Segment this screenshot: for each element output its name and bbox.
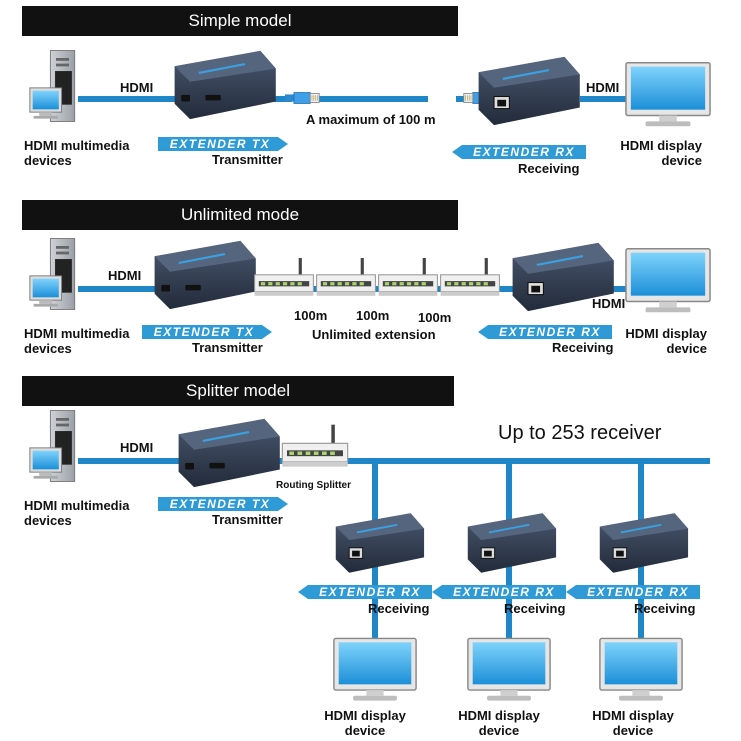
- receiving-label: Receiving: [504, 601, 566, 616]
- receiving-label: Receiving: [634, 601, 696, 616]
- display-label: HDMI display device: [620, 138, 702, 168]
- segment-length-label: 100m: [418, 310, 452, 325]
- tx-badge-arrow: [142, 325, 272, 339]
- tx-badge-arrow: [158, 497, 288, 511]
- source-label: HDMI multimedia devices: [24, 138, 130, 168]
- transmitter-label: Transmitter: [212, 152, 283, 167]
- display-label: HDMI display device: [625, 326, 707, 356]
- monitor-icon: [598, 636, 684, 704]
- monitor-icon: [624, 246, 712, 316]
- splitter-label: Routing Splitter: [276, 480, 351, 491]
- hdmi-label-left: HDMI: [120, 440, 154, 455]
- cable-hdmi-display: [580, 96, 632, 102]
- section-title: Unlimited mode: [180, 205, 300, 224]
- extension-note: Unlimited extension: [312, 327, 436, 342]
- extender-tx-icon: [172, 414, 282, 492]
- tx-badge: EXTENDER TX: [153, 325, 255, 339]
- cable-network-a: [262, 96, 292, 102]
- rx-badge: EXTENDER RX: [587, 585, 689, 599]
- extender-rx-icon: [594, 508, 690, 578]
- section-banner-unlimited: Unlimited mode: [22, 200, 458, 230]
- network-switch-icon: [252, 258, 316, 300]
- rx-badge: EXTENDER RX: [319, 585, 421, 599]
- source-label: HDMI multimedia devices: [24, 326, 130, 356]
- extender-rx-icon: [462, 508, 558, 578]
- cable-distance-note: A maximum of 100 m: [306, 112, 436, 127]
- receiving-label: Receiving: [552, 340, 614, 355]
- cable-trunk: [78, 458, 710, 464]
- capacity-note: Up to 253 receiver: [498, 422, 662, 444]
- extender-tx-icon: [168, 46, 278, 124]
- rx-badge: EXTENDER RX: [499, 325, 601, 339]
- source-label: HDMI multimedia devices: [24, 498, 130, 528]
- network-switch-icon: [280, 424, 350, 472]
- monitor-icon: [332, 636, 418, 704]
- extender-rx-icon: [472, 52, 582, 130]
- section-banner-simple: Simple model: [22, 6, 458, 36]
- rx-badge-arrow: [566, 585, 700, 599]
- rx-badge: EXTENDER RX: [453, 585, 555, 599]
- display-label: HDMI display device: [324, 708, 406, 738]
- hdmi-label-right: HDMI: [592, 296, 626, 311]
- extender-tx-icon: [148, 236, 258, 314]
- section-title: Splitter model: [186, 381, 290, 400]
- segment-length-label: 100m: [294, 308, 328, 323]
- rx-badge-arrow: [432, 585, 566, 599]
- tx-badge: EXTENDER TX: [169, 137, 271, 151]
- cable-hdmi-source: [78, 96, 188, 102]
- pc-tower-icon: [28, 236, 84, 312]
- rx-badge-arrow: [452, 145, 586, 159]
- rx-badge: EXTENDER RX: [473, 145, 575, 159]
- receiving-label: Receiving: [368, 601, 430, 616]
- network-switch-icon: [376, 258, 440, 300]
- rx-badge-arrow: [298, 585, 432, 599]
- tx-badge-arrow: [158, 137, 288, 151]
- transmitter-label: Transmitter: [192, 340, 263, 355]
- cable-network-mid: [318, 96, 428, 102]
- network-switch-icon: [438, 258, 502, 300]
- transmitter-label: Transmitter: [212, 512, 283, 527]
- monitor-icon: [624, 60, 712, 130]
- receiving-label: Receiving: [518, 161, 580, 176]
- network-switch-icon: [314, 258, 378, 300]
- rx-badge-arrow: [478, 325, 612, 339]
- display-label: HDMI display device: [592, 708, 674, 738]
- pc-tower-icon: [28, 48, 84, 124]
- hdmi-label-left: HDMI: [120, 80, 154, 95]
- section-title: Simple model: [188, 11, 292, 30]
- hdmi-label-left: HDMI: [108, 268, 142, 283]
- rj45-plug-icon: [285, 89, 321, 107]
- monitor-icon: [466, 636, 552, 704]
- tx-badge: EXTENDER TX: [169, 497, 271, 511]
- pc-tower-icon: [28, 408, 84, 484]
- display-label: HDMI display device: [458, 708, 540, 738]
- section-banner-splitter: Splitter model: [22, 376, 454, 406]
- segment-length-label: 100m: [356, 308, 390, 323]
- hdmi-label-right: HDMI: [586, 80, 620, 95]
- extender-rx-icon: [330, 508, 426, 578]
